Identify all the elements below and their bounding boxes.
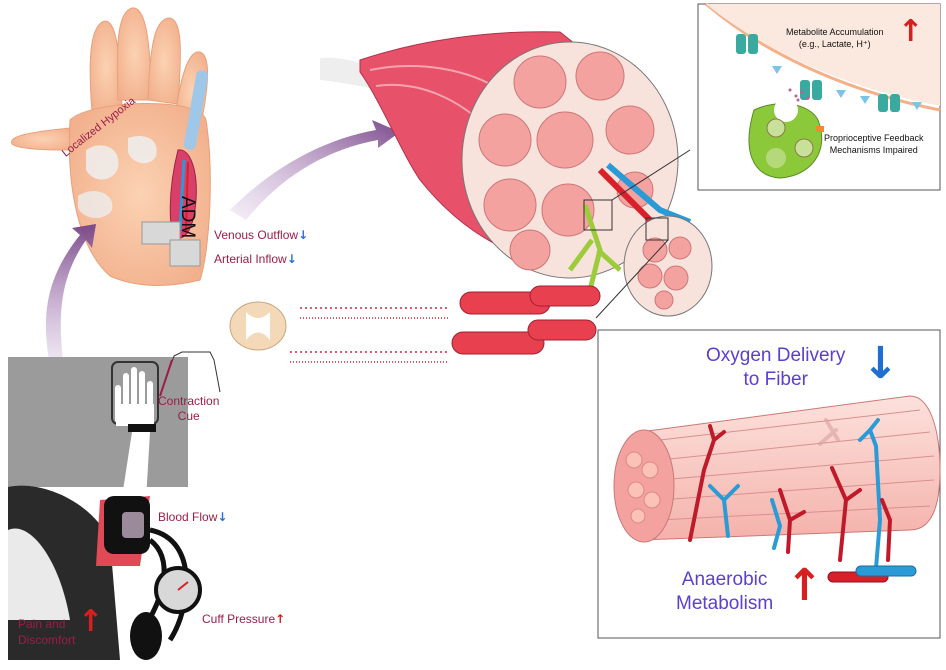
blood-flow-label: Blood Flow↓ xyxy=(158,510,227,524)
metabolite-line2: (e.g., Lactate, H⁺) xyxy=(798,39,871,49)
anaerobic-line2: Metabolism xyxy=(676,593,774,614)
feedback-label: Proprioceptive Feedback Mechanisms Impai… xyxy=(824,132,924,156)
down-arrow-icon: ↓ xyxy=(286,252,297,266)
oxygen-down-arrow-icon: ↓ xyxy=(862,338,899,389)
feedback-line2: Mechanisms Impaired xyxy=(829,145,918,155)
arterial-inflow-text: Arterial Inflow xyxy=(214,252,287,266)
spinal-cord xyxy=(229,301,450,363)
blood-flow-text: Blood Flow xyxy=(158,510,218,524)
oxygen-line1: Oxygen Delivery xyxy=(706,345,846,366)
cuff-pressure-label: Cuff Pressure↑ xyxy=(202,612,285,626)
anaerobic-line1: Anaerobic xyxy=(681,569,768,590)
hand-illustration xyxy=(11,7,211,287)
metabolite-line1: Metabolite Accumulation xyxy=(786,27,884,37)
pain-discomfort-label: Pain and Discomfort xyxy=(18,616,75,648)
pain-line2: Discomfort xyxy=(18,633,76,647)
oxygen-delivery-label: Oxygen Delivery to Fiber xyxy=(706,344,845,392)
metabolite-up-arrow-icon: ↑ xyxy=(898,14,924,49)
cuff-pressure-text: Cuff Pressure xyxy=(202,612,276,626)
muscle-illustration xyxy=(320,31,713,355)
synapse-panel xyxy=(697,2,941,191)
down-arrow-icon: ↓ xyxy=(298,228,309,242)
venous-outflow-label: Venous Outflow↓ xyxy=(214,228,308,242)
adm-label: ADM xyxy=(177,196,198,239)
contraction-cue-label: Contraction Cue xyxy=(158,394,219,424)
anaerobic-up-arrow-icon: ↑ xyxy=(786,560,823,611)
flow-arrow-right xyxy=(230,120,400,220)
feedback-line1: Proprioceptive Feedback xyxy=(824,133,924,143)
down-arrow-icon: ↓ xyxy=(217,510,228,524)
pain-up-arrow-icon: ↑ xyxy=(78,604,104,639)
pain-line1: Pain and xyxy=(18,617,66,631)
up-arrow-icon: ↑ xyxy=(275,612,286,626)
flow-arrow-up xyxy=(45,224,96,375)
venous-outflow-text: Venous Outflow xyxy=(214,228,299,242)
fiber-panel xyxy=(597,329,941,639)
arm-illustration xyxy=(8,351,221,660)
anaerobic-label: Anaerobic Metabolism xyxy=(676,568,773,616)
contraction-cue-line2: Cue xyxy=(177,409,200,423)
contraction-cue-line1: Contraction xyxy=(158,394,220,408)
oxygen-line2: to Fiber xyxy=(743,369,808,390)
metabolite-label: Metabolite Accumulation (e.g., Lactate, … xyxy=(786,26,884,50)
arterial-inflow-label: Arterial Inflow↓ xyxy=(214,252,297,266)
